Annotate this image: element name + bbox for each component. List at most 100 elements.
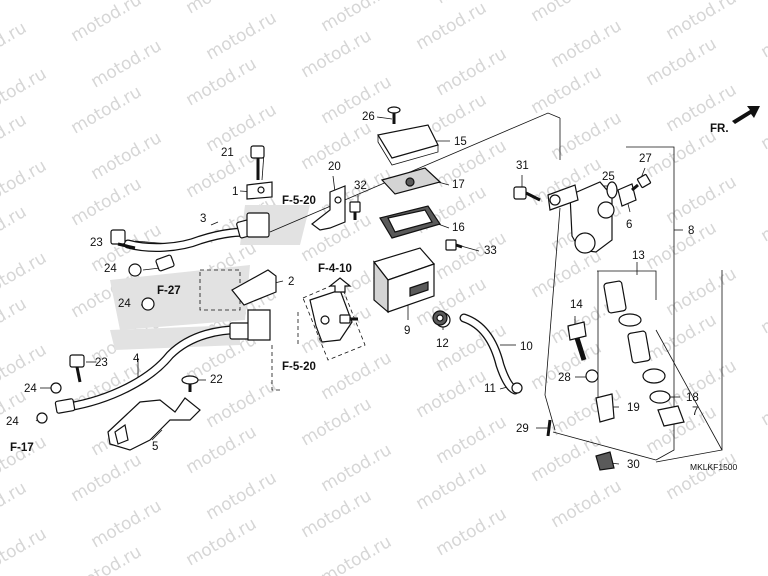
- watermark-text: motod.ru: [298, 26, 376, 82]
- watermark-text: motod.ru: [548, 476, 626, 532]
- callout-33: 33: [484, 245, 497, 257]
- ref-f410: F-4-10: [318, 263, 352, 275]
- watermark-text: motod.ru: [203, 468, 281, 524]
- watermark-text: motod.ru: [528, 0, 606, 26]
- callout-23: 23: [90, 237, 103, 249]
- watermark-text: motod.ru: [0, 432, 50, 488]
- callout-4: 4: [133, 353, 140, 365]
- hose-joint-bracket-2: [231, 269, 277, 341]
- callout-16: 16: [452, 222, 465, 234]
- callout-20: 20: [328, 161, 341, 173]
- bolt-31: [513, 186, 541, 202]
- reservoir-cap-15: [377, 124, 439, 166]
- watermark-text: motod.ru: [548, 16, 626, 72]
- brake-hose-4: [63, 325, 255, 412]
- callout-9: 9: [404, 325, 410, 337]
- watermark-text: motod.ru: [643, 310, 721, 366]
- diagram-code: MKLKF1500: [690, 462, 738, 472]
- watermark-text: motod.ru: [0, 156, 50, 212]
- watermark-text: motod.ru: [88, 128, 166, 184]
- washer-25: [606, 181, 618, 199]
- watermark-text: motod.ru: [663, 0, 741, 44]
- watermark-text: motod.ru: [203, 100, 281, 156]
- callout-32: 32: [354, 180, 367, 192]
- reservoir-hose-10: [459, 313, 520, 395]
- callout-labels: 1234567891011121314151617181920212223242…: [6, 111, 738, 472]
- watermark-text: motod.ru: [183, 422, 261, 478]
- callout-26: 26: [362, 111, 375, 123]
- watermark-text: motod.ru: [183, 514, 261, 570]
- pushrod-7: [657, 405, 685, 427]
- callout-6: 6: [626, 219, 632, 231]
- callout-11: 11: [484, 383, 496, 395]
- ref-f17: F-17: [10, 442, 34, 454]
- callout-25: 25: [602, 171, 615, 183]
- callout-14: 14: [570, 299, 583, 311]
- hose-guide-5: [107, 397, 201, 451]
- joint-19: [595, 393, 615, 423]
- screw-22: [181, 375, 199, 392]
- pin-30: [595, 451, 615, 471]
- watermark-text: motod.ru: [318, 440, 396, 496]
- bolt-21: [250, 145, 265, 180]
- callout-21: 21: [221, 147, 234, 159]
- callout-1: 1: [232, 186, 238, 198]
- watermark-text: motod.ru: [0, 18, 30, 74]
- screw-26: [387, 106, 401, 124]
- watermark-text: motod.ru: [413, 458, 491, 514]
- bolt-32: [349, 201, 361, 220]
- watermark-text: motod.ru: [68, 450, 146, 506]
- watermark-text: motod.ru: [0, 524, 50, 576]
- watermark-text: motod.ru: [433, 504, 511, 560]
- watermark-text: motod.ru: [0, 202, 30, 258]
- ref-f520-bottom: F-5-20: [282, 361, 316, 373]
- watermark-text: motod.ru: [528, 246, 606, 302]
- up-arrow-icon: [328, 277, 352, 293]
- bolt-27: [631, 173, 652, 192]
- banjo-bolt-23-upper: [110, 229, 136, 250]
- dashed-frames: [199, 269, 366, 391]
- watermark-text: motod.ru: [183, 0, 261, 18]
- banjo-bolt-23-lower: [69, 354, 85, 383]
- watermark-text: motod.ru: [318, 532, 396, 576]
- watermark-text: motod.ru: [433, 44, 511, 100]
- callout-3: 3: [200, 213, 206, 225]
- ref-f520-top: F-5-20: [282, 195, 316, 207]
- callout-27: 27: [639, 153, 652, 165]
- watermark-text: motod.ru: [0, 64, 50, 120]
- callout-2: 2: [288, 276, 294, 288]
- cotter-pin-29: [546, 419, 552, 437]
- watermark-text: motod.ru: [298, 394, 376, 450]
- watermark-text: motod.ru: [643, 34, 721, 90]
- callout-15: 15: [454, 136, 467, 148]
- watermark-text: motod.ru: [758, 374, 768, 430]
- bracket-20: [311, 185, 346, 231]
- watermark-text: motod.ru: [298, 486, 376, 542]
- watermark-text: motod.ru: [0, 478, 30, 534]
- callout-8: 8: [688, 225, 694, 237]
- watermark-text: motod.ru: [68, 82, 146, 138]
- callout-10: 10: [520, 341, 533, 353]
- watermark-text: motod.ru: [318, 72, 396, 128]
- callout-19: 19: [627, 402, 640, 414]
- boot-18: [649, 390, 671, 404]
- watermark-text: motod.ru: [663, 448, 741, 504]
- watermark-text: motod.ru: [548, 108, 626, 164]
- callout-22: 22: [210, 374, 223, 386]
- watermark-text: motod.ru: [0, 110, 30, 166]
- callout-24: 24: [24, 383, 37, 395]
- fitting-6: [617, 183, 637, 207]
- callout-13: 13: [632, 250, 645, 262]
- watermark-text: motod.ru: [643, 402, 721, 458]
- callout-24: 24: [118, 298, 131, 310]
- reservoir-9: [372, 247, 436, 314]
- watermark-text: motod.ru: [413, 0, 491, 54]
- callout-12: 12: [436, 338, 449, 350]
- front-arrow-label: FR.: [710, 123, 729, 135]
- cap-plate-17: [380, 167, 442, 195]
- watermark-text: motod.ru: [643, 126, 721, 182]
- watermark-text: motod.ru: [183, 54, 261, 110]
- watermark-text: motod.ru: [433, 228, 511, 284]
- callout-31: 31: [516, 160, 529, 172]
